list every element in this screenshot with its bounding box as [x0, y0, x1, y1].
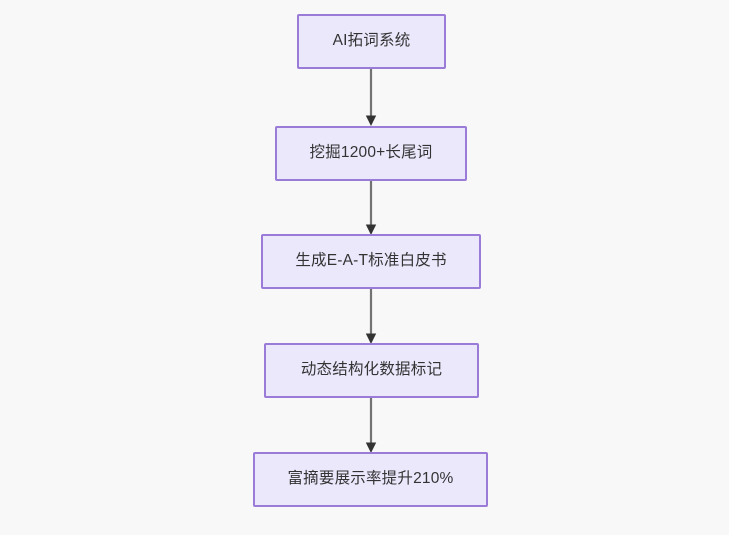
flow-node-label: 动态结构化数据标记 — [300, 361, 443, 379]
flow-connector-3-to-4 — [363, 289, 379, 344]
flow-connector-1-to-2 — [363, 69, 379, 126]
flow-node-mine-longtail-keywords[interactable]: 挖掘1200+长尾词 — [275, 126, 467, 181]
flow-node-label: 生成E-A-T标准白皮书 — [295, 252, 447, 270]
flow-node-label: 富摘要展示率提升210% — [287, 470, 454, 488]
flow-node-rich-snippet-rate-increase[interactable]: 富摘要展示率提升210% — [253, 452, 488, 507]
flow-node-generate-eat-whitepaper[interactable]: 生成E-A-T标准白皮书 — [261, 234, 481, 289]
flow-connector-4-to-5 — [363, 398, 379, 453]
flow-node-dynamic-structured-data-markup[interactable]: 动态结构化数据标记 — [264, 343, 479, 398]
flow-connector-2-to-3 — [363, 181, 379, 235]
flow-node-label: 挖掘1200+长尾词 — [309, 144, 433, 162]
flow-node-label: AI拓词系统 — [332, 32, 411, 50]
flow-node-ai-keyword-system[interactable]: AI拓词系统 — [297, 14, 446, 69]
